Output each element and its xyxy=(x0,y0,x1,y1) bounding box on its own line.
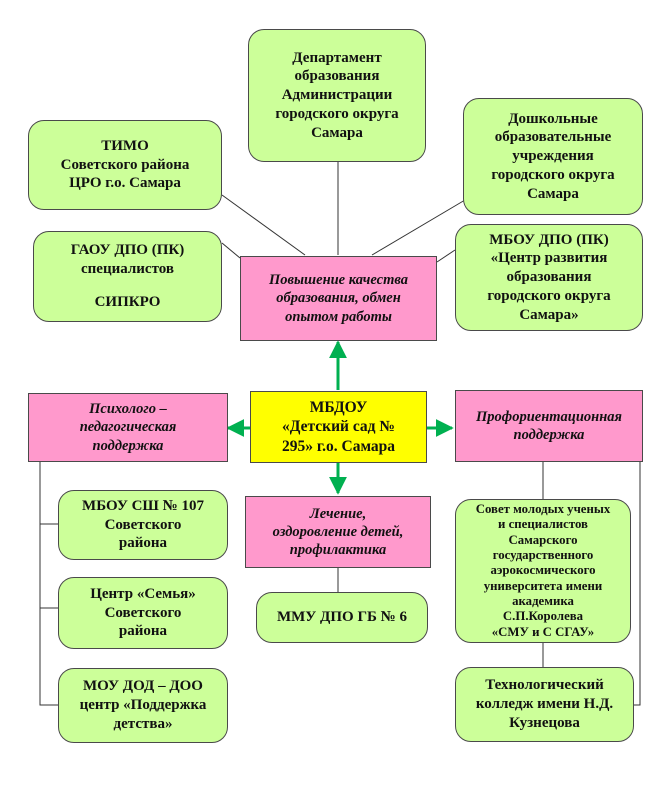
node-text-line: образования xyxy=(506,269,592,286)
node-text-line: профилактика xyxy=(289,542,387,559)
node-text-line: Профориентационная xyxy=(476,408,622,425)
node-text-line: 295» г.о. Самара xyxy=(281,437,396,455)
node-text-line: ГАОУ ДПО (ПК) xyxy=(70,242,185,259)
link-gaou-quality xyxy=(221,242,241,259)
node-mmu[interactable]: ММУ ДПО ГБ № 6 xyxy=(256,592,428,643)
node-text-line: учреждения xyxy=(512,148,594,165)
node-family[interactable]: Центр «Семья» Советского района xyxy=(58,577,228,649)
node-text-line: аэрокосмического xyxy=(490,563,596,578)
node-text-line: Департамент xyxy=(292,49,382,66)
link-timo-quality xyxy=(221,194,306,256)
node-text-line: государственного xyxy=(492,547,594,562)
node-text-line: Центр «Семья» xyxy=(90,585,196,602)
node-text-line: Совет молодых ученых xyxy=(475,501,611,516)
node-text-line: городского округа xyxy=(491,166,615,183)
bracket-psych-children xyxy=(39,462,58,706)
node-text-line: «Центр развития xyxy=(490,250,608,267)
node-text-line: Администрации xyxy=(281,87,393,104)
node-text-line: «СМУ и С СГАУ» xyxy=(491,624,595,639)
node-college[interactable]: Технологический колледж имени Н.Д.Кузнецо… xyxy=(455,667,634,742)
node-text-line: МОУ ДОД – ДОО xyxy=(83,678,203,695)
node-text-line: МБДОУ xyxy=(309,398,368,416)
node-text-line: ЦРО г.о. Самара xyxy=(69,175,181,192)
node-text-line: Психолого – xyxy=(89,401,167,418)
node-text-line: Самара» xyxy=(519,306,579,323)
node-text-line: академика xyxy=(512,594,574,609)
node-text-line: образования xyxy=(294,68,380,85)
node-text-line: поддержка xyxy=(513,427,585,443)
link-preschool-quality xyxy=(371,199,466,256)
node-text-line: центр «Поддержка xyxy=(79,697,207,714)
node-text-line: МБОУ ДПО (ПК) xyxy=(489,231,609,248)
link-mbou-dpo-quality xyxy=(436,249,456,263)
node-text-line: Дошкольные xyxy=(508,110,598,127)
node-treatment[interactable]: Лечение,оздоровление детей, профилактика xyxy=(245,496,431,568)
node-text-line: Самара xyxy=(311,124,363,141)
node-text-line: Самара xyxy=(527,185,579,202)
node-text-line: городского округа xyxy=(275,105,399,122)
node-text-line: Повышение качества xyxy=(268,272,408,289)
node-text-line: поддержка xyxy=(92,437,164,454)
node-text-line: Советского района xyxy=(60,156,190,173)
node-text-line: Самарского xyxy=(508,532,578,547)
node-text-line: университета имени xyxy=(483,578,603,593)
node-text-line: образования, обмен xyxy=(276,290,401,307)
node-text-line: СИПКРО xyxy=(94,293,161,310)
node-text-line: «Детский сад № xyxy=(282,418,395,436)
bracket-career-college xyxy=(634,462,641,706)
node-text-line: Советского xyxy=(104,604,182,621)
node-text-line: колледж имени Н.Д. xyxy=(475,696,614,713)
node-text-line: специалистов xyxy=(81,261,174,278)
node-text-line: района xyxy=(118,623,168,640)
node-text-line: детства» xyxy=(113,715,173,732)
node-text-line: района xyxy=(118,535,168,552)
node-text-line: образовательные xyxy=(494,129,612,146)
node-text-line: оздоровление детей, xyxy=(272,523,404,540)
node-text-line: опытом работы xyxy=(285,308,392,325)
node-text-line: Лечение, xyxy=(309,505,367,522)
node-text-line: и специалистов xyxy=(498,517,588,532)
node-text-line: Кузнецова xyxy=(509,714,580,731)
node-text-line: городского округа xyxy=(487,287,611,304)
node-text-line: ММУ ДПО ГБ № 6 xyxy=(276,609,407,626)
node-text-line: МБОУ СШ № 107 xyxy=(82,497,204,514)
node-text-line: С.П.Королева xyxy=(502,609,584,624)
node-text-line: педагогическая xyxy=(79,419,177,436)
node-career[interactable]: Профориентационная поддержка xyxy=(455,390,643,462)
node-text-line: Советского xyxy=(104,516,182,533)
node-text-line: ТИМО xyxy=(101,137,149,154)
node-text-line: Технологический xyxy=(485,677,604,694)
